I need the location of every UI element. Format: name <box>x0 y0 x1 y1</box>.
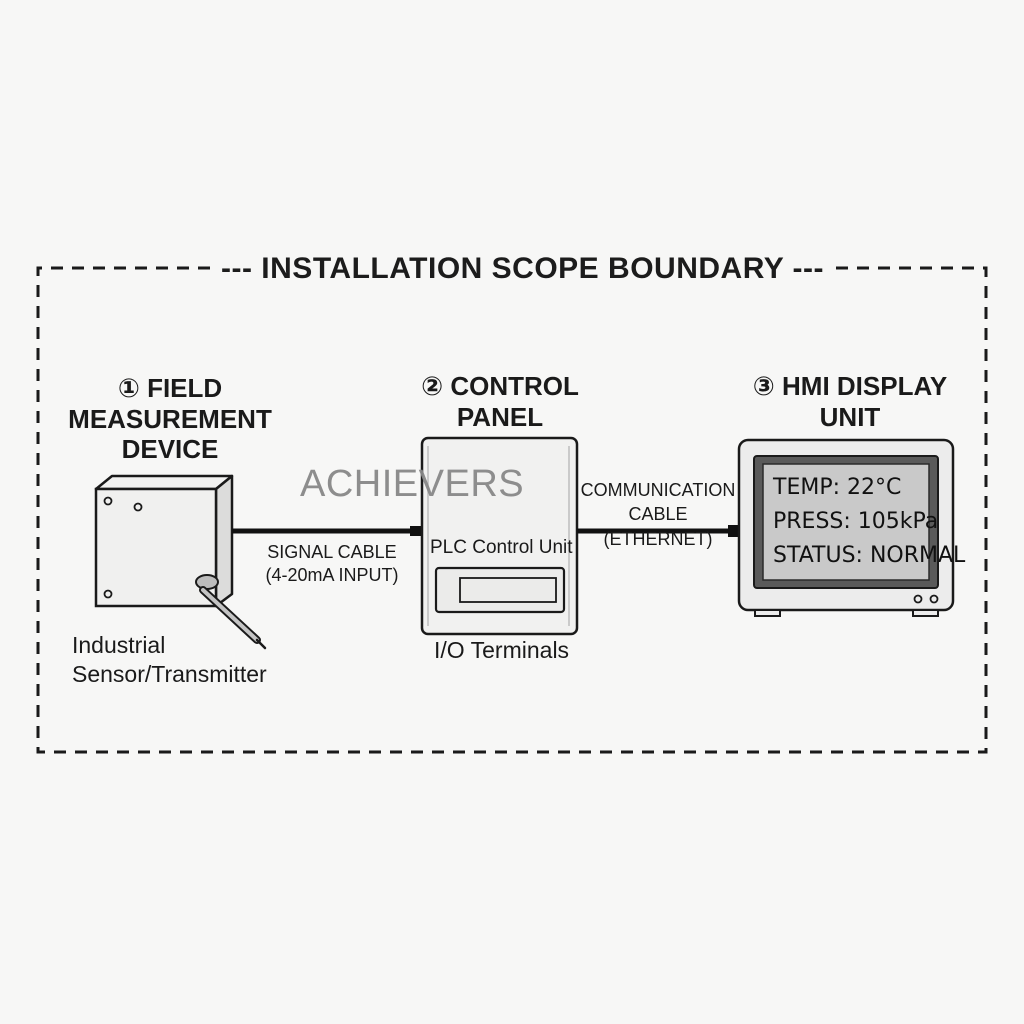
hmi-status-readout: STATUS: NORMAL <box>773 543 966 568</box>
communication-cable-line <box>577 525 740 537</box>
signal-cable-label: SIGNAL CABLE (4-20mA INPUT) <box>265 542 399 585</box>
field-device-caption: Industrial Sensor/Transmitter <box>72 632 267 687</box>
boundary-title: --- INSTALLATION SCOPE BOUNDARY --- <box>215 254 831 284</box>
hmi-display-icon <box>737 438 955 617</box>
field-device-title: ① FIELD MEASUREMENT DEVICE <box>68 373 272 465</box>
sensor-box-icon <box>94 474 267 650</box>
hmi-temp-readout: TEMP: 22°C <box>773 475 902 500</box>
control-panel-title: ② CONTROL PANEL <box>421 371 579 432</box>
hmi-pressure-readout: PRESS: 105kPa <box>773 509 939 534</box>
signal-cable-line <box>232 526 422 536</box>
watermark-text: ACHIEVERS <box>300 463 525 505</box>
communication-cable-label: COMMUNICATION CABLE (ETHERNET) <box>580 480 736 549</box>
hmi-display-title: ③ HMI DISPLAY UNIT <box>752 371 948 432</box>
control-panel-icon <box>420 436 579 636</box>
plc-unit-label: PLC Control Unit <box>430 537 573 558</box>
control-panel-caption: I/O Terminals <box>434 637 570 663</box>
